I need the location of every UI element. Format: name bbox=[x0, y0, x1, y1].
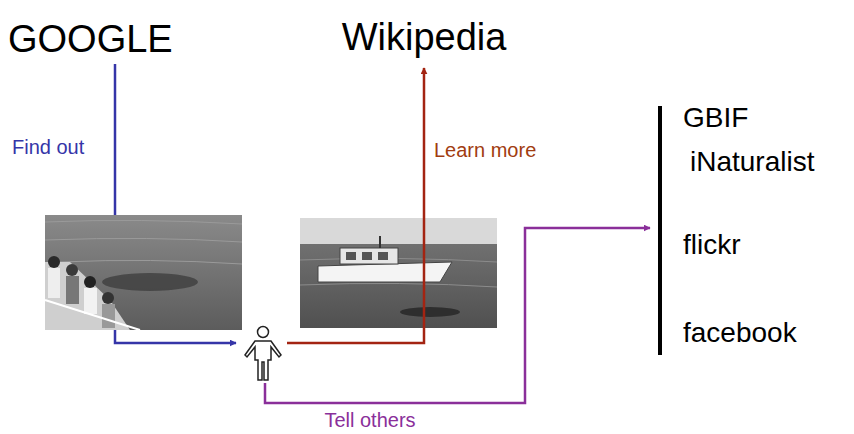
source-name: Wikipedia bbox=[342, 16, 507, 60]
find-out-line bbox=[114, 64, 117, 215]
whale-watchers-photo bbox=[45, 215, 242, 330]
list-bracket bbox=[658, 106, 662, 355]
platform-name: iNaturalist bbox=[690, 146, 814, 178]
find-out-arrow bbox=[115, 330, 236, 343]
platform-name: facebook bbox=[683, 317, 797, 349]
learn-more-arrow bbox=[287, 68, 424, 343]
boat-photo bbox=[300, 218, 497, 328]
tell-others-arrow bbox=[265, 228, 650, 403]
platform-name: flickr bbox=[683, 229, 741, 261]
person-icon bbox=[245, 327, 281, 381]
flow-label: Learn more bbox=[434, 139, 536, 162]
platform-name: GBIF bbox=[683, 102, 748, 134]
flow-label: Find out bbox=[12, 136, 84, 159]
source-name: GOOGLE bbox=[8, 18, 173, 62]
flow-label: Tell others bbox=[324, 409, 415, 432]
